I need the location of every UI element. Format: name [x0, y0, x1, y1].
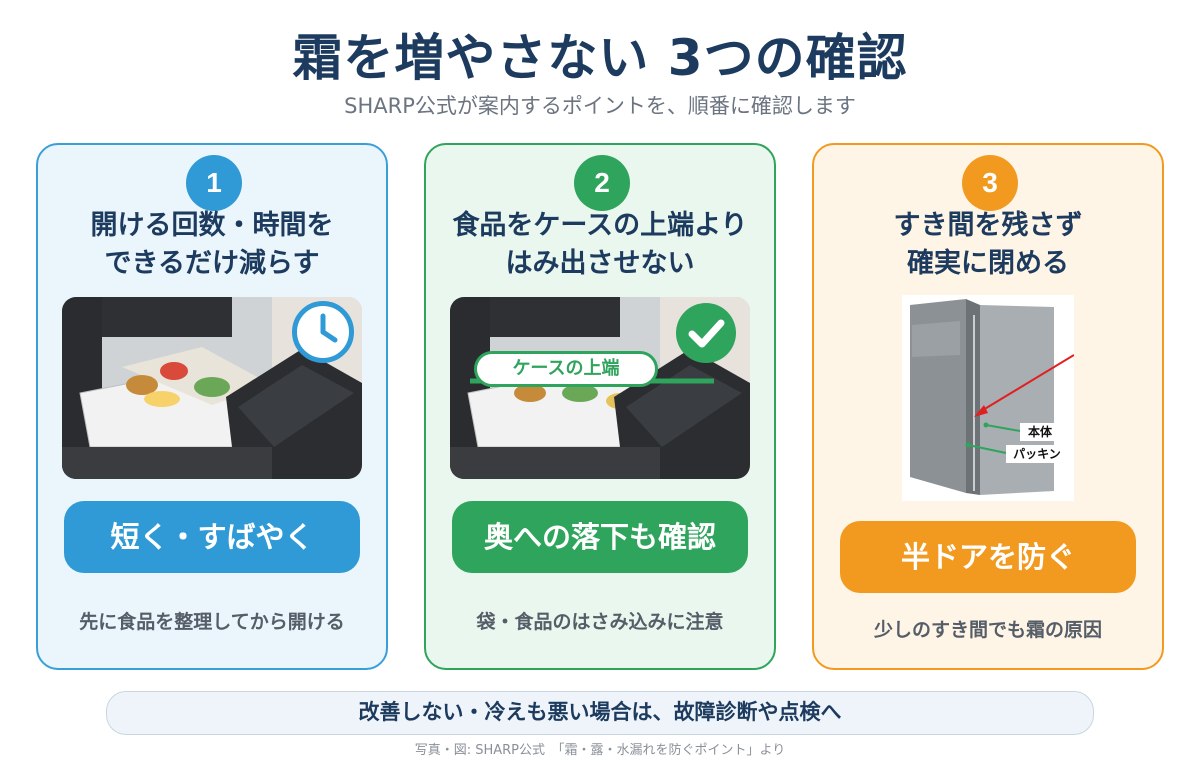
clock-icon [292, 301, 354, 363]
source-credit: 写真・図: SHARP公式 「霜・露・水漏れを防ぐポイント」より [414, 743, 786, 758]
tip-note: 先に食品を整理してから開ける [79, 611, 345, 633]
tip-card-3: 3 すき間を残さず 確実に閉める 本体 パッキン 半ドアを防ぐ 少しのすき間でも… [812, 143, 1164, 670]
card-title: すき間を残さず 確実に閉める [893, 210, 1083, 279]
tip-pill: 半ドアを防ぐ [840, 521, 1136, 593]
card-title: 食品をケースの上端より はみ出させない [452, 210, 748, 279]
tip-note: 少しのすき間でも霜の原因 [873, 619, 1102, 641]
tip-note: 袋・食品のはさみ込みに注意 [476, 611, 724, 633]
freezer-drawer-photo: ケースの上端 [450, 297, 750, 479]
page-title: 霜を増やさない 3つの確認 [292, 29, 908, 87]
tip-pill: 奥への落下も確認 [452, 501, 748, 573]
step-number-badge: 1 [186, 155, 242, 211]
tip-card-1: 1 開ける回数・時間を できるだけ減らす [36, 143, 388, 670]
tip-card-2: 2 食品をケースの上端より はみ出させない ケースの上端 [424, 143, 776, 670]
freezer-drawer-photo [62, 297, 362, 479]
tip-pill: 短く・すばやく [64, 501, 360, 573]
step-number-badge: 2 [574, 155, 630, 211]
card-title: 開ける回数・時間を できるだけ減らす [90, 210, 334, 279]
door-gasket-diagram: 本体 パッキン [902, 295, 1075, 501]
check-icon [676, 303, 736, 363]
diagram-label-gasket: パッキン [1013, 447, 1061, 461]
case-top-edge-label: ケースの上端 [474, 351, 658, 387]
service-banner: 改善しない・冷えも悪い場合は、故障診断や点検へ [106, 691, 1094, 735]
page-subtitle: SHARP公式が案内するポイントを、順番に確認します [344, 94, 856, 118]
step-number-badge: 3 [962, 155, 1018, 211]
diagram-label-body: 本体 [1027, 425, 1052, 439]
